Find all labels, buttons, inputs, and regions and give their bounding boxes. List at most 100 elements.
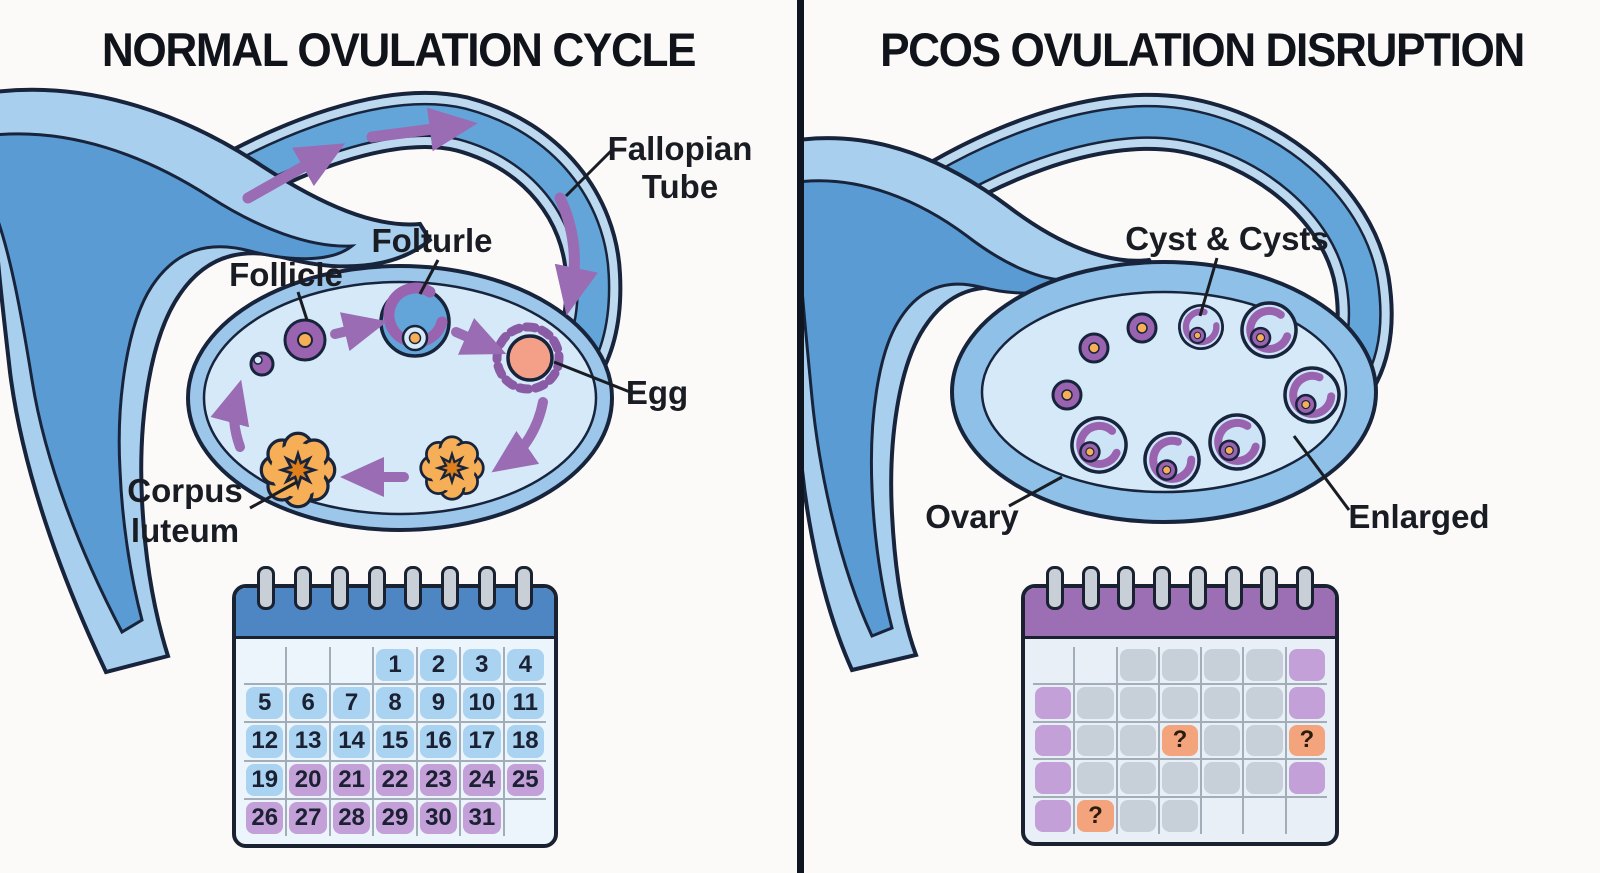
calendar-cell [1202,684,1243,721]
calendar-cell: 23 [417,761,460,798]
label-follicle: Follicle [229,256,343,293]
calendar-cell [1033,647,1074,683]
calendar-cell: ? [1075,798,1116,834]
calendar-header [236,588,554,639]
calendar-cell [1117,647,1158,683]
calendar-cell [1033,684,1074,721]
calendar-day-highlight: 16 [419,725,458,758]
calendar-cell: 30 [417,799,460,836]
calendar-day-uncertain: ? [1161,724,1199,757]
calendar-cell: 9 [417,685,460,722]
calendar-day-highlight: 19 [246,763,284,796]
calendar-day-highlight [1161,686,1199,719]
calendar-day-highlight [1161,800,1199,832]
calendar-day-highlight: 21 [332,763,371,796]
binder-ring-icon [257,566,276,610]
calendar-cell [1286,684,1327,721]
calendar-cell [1244,798,1285,834]
right-panel-title: PCOS OVULATION DISRUPTION [880,23,1525,76]
calendar-cell: ? [1286,722,1327,759]
calendar-day-highlight: 11 [506,687,544,720]
calendar-cell: 4 [504,647,546,684]
calendar-day-highlight: 28 [332,801,371,834]
binder-ring-icon [514,566,533,610]
binder-ring-icon [330,566,349,610]
calendar-day-highlight [1288,649,1325,681]
calendar-day-highlight: 2 [419,649,458,682]
follicle-tiny [249,351,275,377]
calendar-day-highlight: 30 [419,801,458,834]
calendar-day-highlight [1119,724,1156,757]
cycle-arrows [210,312,548,497]
calendar-day-highlight [1035,724,1072,757]
binder-ring-icon [1045,566,1064,610]
calendar-day-uncertain: ? [1288,724,1325,757]
calendar-binder-rings [232,566,558,610]
calendar-day-highlight: 26 [246,801,284,834]
calendar-cell [1286,647,1327,683]
label-enlarged: Enlarged [1348,498,1489,535]
calendar-day-highlight: 17 [463,725,501,758]
calendar-day-highlight: 8 [376,687,414,720]
calendar-frame: ??? [1021,584,1339,846]
binder-ring-icon [1153,566,1172,610]
calendar-cell [1117,722,1158,759]
calendar-day-highlight [1119,649,1156,681]
calendar-cell: 21 [330,761,373,798]
label-fallopian-tube-line2: Tube [642,168,718,205]
calendar-cell [1286,760,1327,797]
calendar-cell [1159,798,1201,834]
calendar-day-highlight [1077,724,1114,757]
left-panel-title: NORMAL OVULATION CYCLE [101,23,697,76]
calendar-day-highlight: 18 [506,725,544,758]
leader-lines-pcos [1008,257,1351,511]
calendar-day-highlight: 22 [376,763,414,796]
calendar-day-highlight: 3 [463,649,501,682]
label-corpus-luteum-line2: luteum [131,512,239,549]
calendar-cell [1244,722,1285,759]
calendar-cell [1117,798,1158,834]
fallopian-tube [146,90,623,423]
calendar-cell: 25 [504,761,546,798]
calendar-day-highlight [1119,800,1156,832]
calendar-day-highlight [1204,686,1241,719]
calendar-day-highlight: 5 [246,687,284,720]
binder-ring-icon [1188,566,1207,610]
label-folturle: Folturle [372,222,493,259]
calendar-day-uncertain: ? [1077,800,1114,832]
calendar-cell: 5 [244,685,286,722]
binder-ring-icon [367,566,386,610]
calendar-cell [1075,722,1116,759]
calendar-day-highlight: 1 [376,649,414,682]
calendar-cell: 3 [461,647,503,684]
anatomy-illustration-normal: Fallopian Tube Folturle Follicle Egg Cor… [0,87,753,675]
calendar-day-highlight [1288,686,1325,719]
calendar-day-highlight [1246,724,1283,757]
calendar-day-highlight [1119,686,1156,719]
calendar-cell [244,647,286,684]
binder-ring-icon [1296,566,1315,610]
calendar-cell: 11 [504,685,546,722]
calendar-day-highlight [1246,649,1283,681]
calendar-day-highlight: 24 [463,763,501,796]
calendar-day-highlight: 10 [463,687,501,720]
calendar-cell: 10 [461,685,503,722]
anatomy-illustration-pcos: Cyst & Cysts Ovary Enlarged [804,92,1490,673]
binder-ring-icon [294,566,313,610]
calendar-cell: 1 [374,647,416,684]
calendar-cell: 6 [287,685,329,722]
calendar-cell: 2 [417,647,460,684]
calendar-day-highlight: 4 [506,649,544,682]
label-fallopian-tube-line1: Fallopian [608,130,753,167]
calendar-cell: 28 [330,799,373,836]
leader-lines [249,148,631,510]
binder-ring-icon [1081,566,1100,610]
binder-ring-icon [441,566,460,610]
calendar-day-highlight [1035,686,1072,719]
calendar-grid: ??? [1033,647,1327,834]
calendar-cell: 18 [504,723,546,760]
calendar-cell [1202,760,1243,797]
